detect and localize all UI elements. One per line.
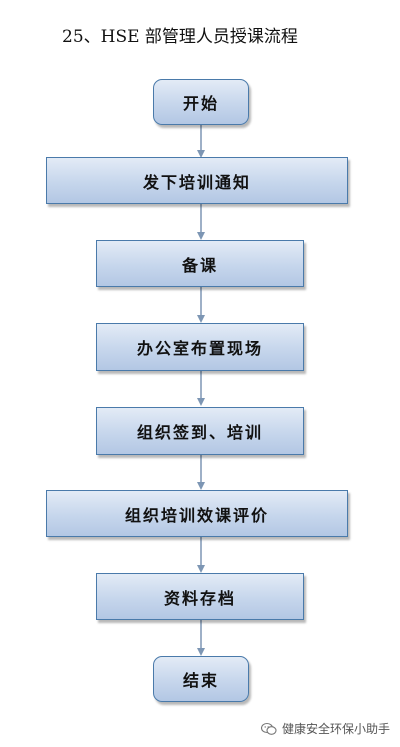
step-start: 开始 bbox=[153, 79, 249, 125]
wechat-icon bbox=[260, 722, 277, 735]
step-archive-records: 资料存档 bbox=[96, 573, 304, 620]
step-prepare-lesson: 备课 bbox=[96, 240, 304, 287]
step-send-notice: 发下培训通知 bbox=[46, 157, 348, 204]
step-signin-training: 组织签到、培训 bbox=[96, 407, 304, 455]
page-title: 25、HSE 部管理人员授课流程 bbox=[62, 27, 298, 47]
step-setup-venue: 办公室布置现场 bbox=[96, 323, 304, 371]
step-evaluate-training: 组织培训效课评价 bbox=[46, 490, 348, 537]
watermark-text: 健康安全环保小助手 bbox=[281, 722, 390, 736]
watermark: 健康安全环保小助手 bbox=[260, 720, 390, 737]
step-end: 结束 bbox=[153, 656, 249, 702]
